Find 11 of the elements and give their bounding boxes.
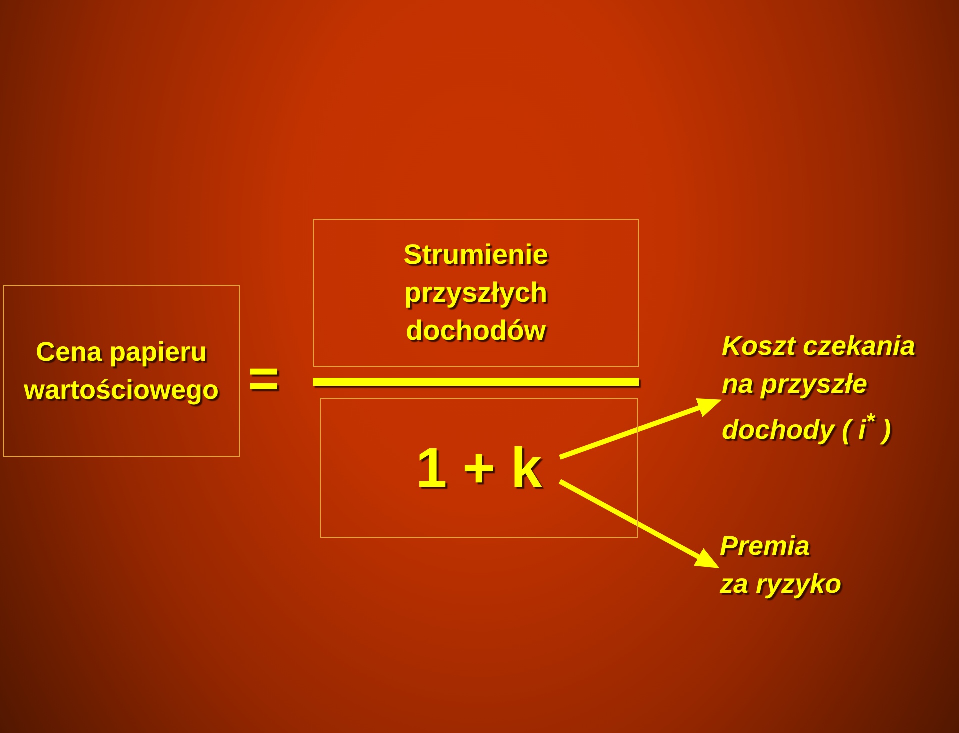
discount-factor-box	[320, 398, 638, 538]
security-price-box	[3, 285, 240, 457]
equals-sign: =	[248, 352, 280, 406]
waiting-cost-label: Koszt czekania na przyszłe dochody ( i$^{*}$ )	[722, 327, 927, 449]
future-income-label: Strumienie przyszłych dochodów	[402, 238, 550, 348]
security-price-label: Cena papieru wartościowego	[22, 336, 220, 407]
risk-premium-label: Premia za ryzyko	[720, 527, 843, 603]
arrow	[558, 479, 720, 570]
future-income-box	[313, 219, 639, 367]
discount-factor-formula: 1 + k	[414, 438, 544, 498]
arrow	[559, 398, 722, 460]
